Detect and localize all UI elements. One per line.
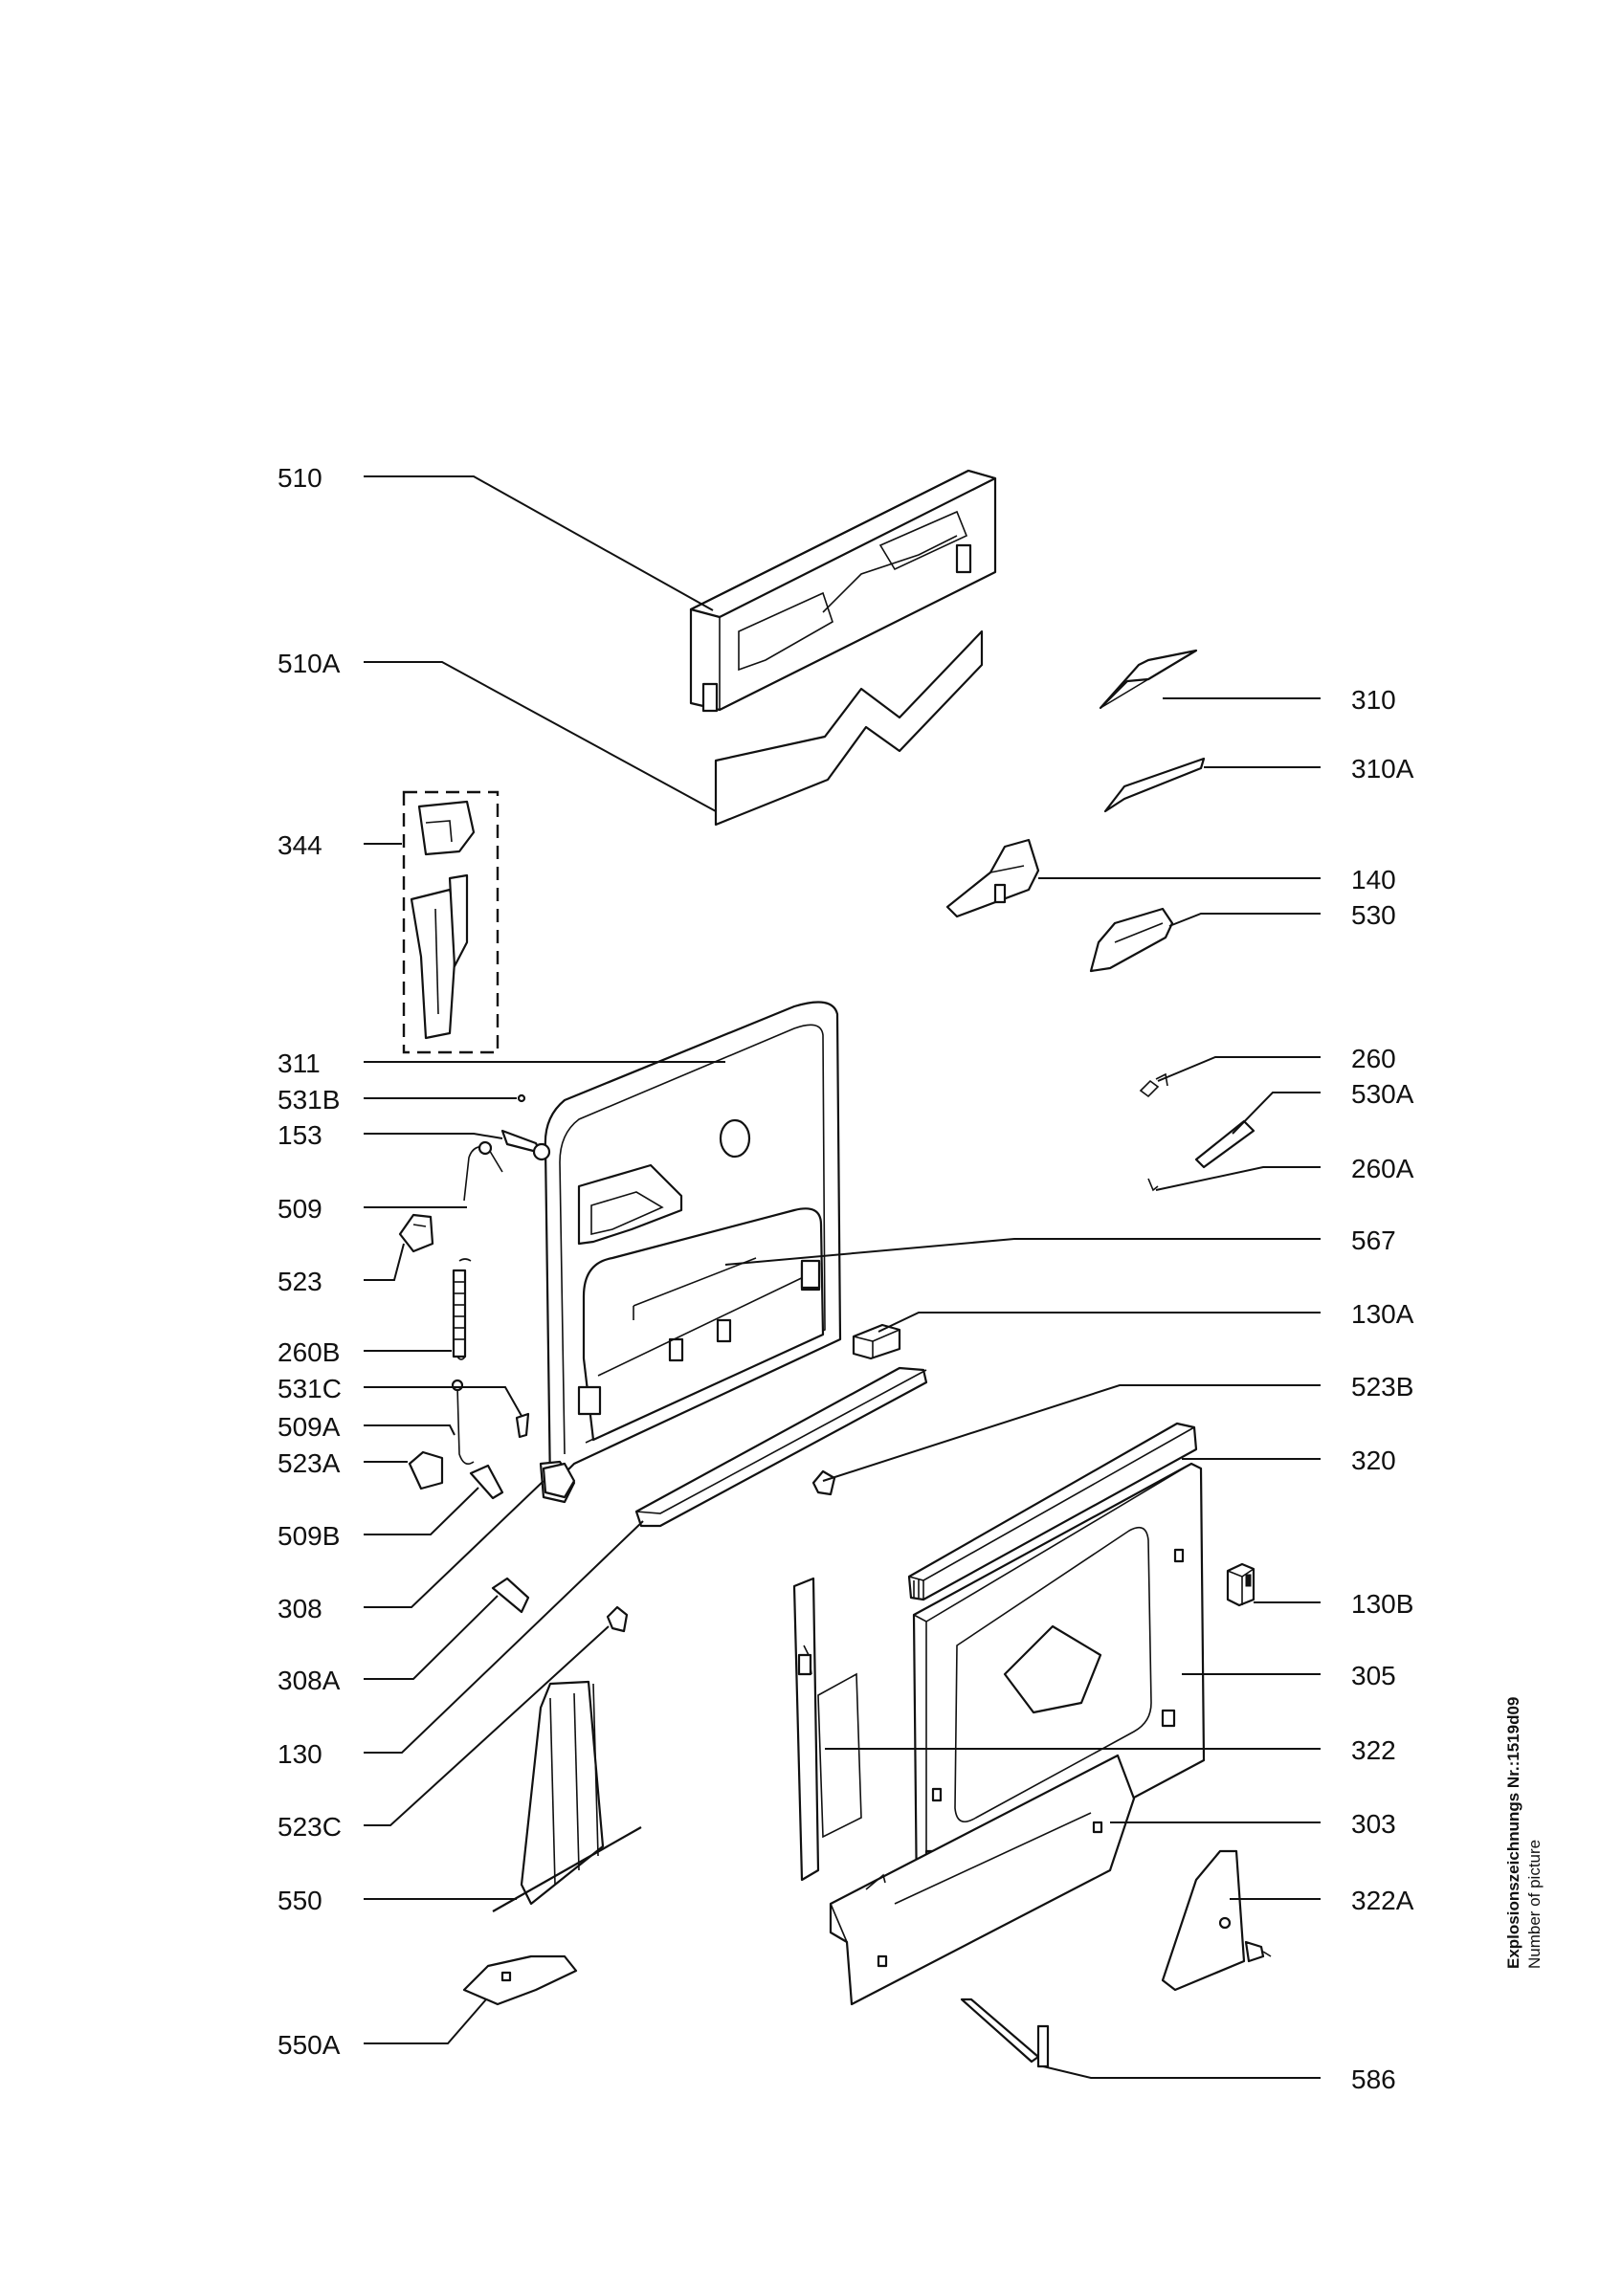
part-531C-screw (515, 1412, 530, 1439)
callout-140: 140 (1351, 865, 1396, 894)
part-140-hinge-support (945, 838, 1040, 918)
callout-509B: 509B (278, 1521, 341, 1551)
callout-260B: 260B (278, 1337, 341, 1367)
part-344-door-catch (402, 790, 500, 1054)
part-567-catch-plate (800, 1259, 821, 1290)
callout-550: 550 (278, 1886, 322, 1915)
part-322-insulation (792, 1577, 862, 1882)
part-586-bar (960, 1998, 1050, 2068)
drawing-number: Explosionszeichnungs Nr.:1519d09 (1504, 1696, 1522, 1969)
callout-303: 303 (1351, 1809, 1396, 1839)
part-303-base-plate (829, 1754, 1136, 2006)
callout-530: 530 (1351, 900, 1396, 930)
part-550-guide (492, 1680, 642, 1912)
callout-523B: 523B (1351, 1372, 1414, 1402)
callout-308A: 308A (278, 1666, 341, 1695)
callout-310A: 310A (1351, 754, 1414, 784)
part-308-hinge-block (542, 1462, 576, 1499)
part-510-control-panel (689, 469, 997, 713)
callout-308: 308 (278, 1594, 322, 1623)
part-523C-clip (606, 1605, 629, 1633)
callout-311: 311 (278, 1049, 321, 1078)
part-308A-bracket (491, 1577, 530, 1614)
part-550A-slider (462, 1954, 578, 2006)
callout-509A: 509A (278, 1412, 341, 1442)
part-509-rope (463, 1140, 503, 1202)
part-509B-lever (469, 1464, 504, 1500)
part-310-bracket (1099, 649, 1198, 710)
callout-567: 567 (1351, 1225, 1396, 1255)
callout-530A: 530A (1351, 1079, 1414, 1109)
callout-130B: 130B (1351, 1589, 1414, 1619)
part-260A-pin (1147, 1178, 1159, 1192)
callout-130: 130 (278, 1739, 322, 1769)
part-153-cable-bolt (500, 1129, 551, 1161)
part-320-rail (907, 1422, 1198, 1601)
callout-509: 509 (278, 1194, 322, 1224)
part-310A-bracket (1103, 757, 1206, 813)
callout-322A: 322A (1351, 1886, 1414, 1915)
part-523-pulley (398, 1213, 434, 1253)
part-510A-panel-front (714, 629, 984, 827)
callout-523: 523 (278, 1267, 322, 1296)
part-322A-screw (1244, 1940, 1272, 1963)
part-260-spring-clip (1139, 1072, 1168, 1098)
callout-322: 322 (1351, 1735, 1396, 1765)
callout-320: 320 (1351, 1446, 1396, 1475)
callout-586: 586 (1351, 2064, 1396, 2094)
callout-531B: 531B (278, 1085, 341, 1115)
callout-305: 305 (1351, 1661, 1396, 1690)
part-311-inner-door (539, 1001, 842, 1504)
callout-153: 153 (278, 1120, 322, 1150)
part-130A-block (852, 1323, 901, 1360)
callout-344: 344 (278, 830, 322, 860)
callout-523A: 523A (278, 1448, 341, 1478)
callout-550A: 550A (278, 2030, 341, 2060)
part-305-outer-door (912, 1462, 1206, 1913)
part-130-strip (634, 1366, 928, 1528)
callout-260: 260 (1351, 1044, 1396, 1073)
part-322A-mat (1161, 1849, 1246, 1992)
part-260B-spring (452, 1258, 472, 1360)
callout-510: 510 (278, 463, 322, 493)
leader-lines (364, 475, 1321, 2079)
part-130B-block (1226, 1562, 1255, 1607)
callout-510A: 510A (278, 649, 341, 678)
part-523B-clip (811, 1469, 836, 1496)
callout-310: 310 (1351, 685, 1396, 715)
callout-531C: 531C (278, 1374, 342, 1403)
part-530-hinge-cover (1089, 907, 1174, 973)
part-509A-rope (451, 1379, 475, 1465)
callout-130A: 130A (1351, 1299, 1414, 1329)
drawing-number-caption: Number of picture (1525, 1839, 1544, 1969)
part-523A-pulley (408, 1450, 444, 1490)
part-531B-screw (517, 1093, 526, 1103)
part-530A-strip (1194, 1119, 1255, 1169)
callout-523C: 523C (278, 1812, 342, 1842)
callout-260A: 260A (1351, 1154, 1414, 1183)
